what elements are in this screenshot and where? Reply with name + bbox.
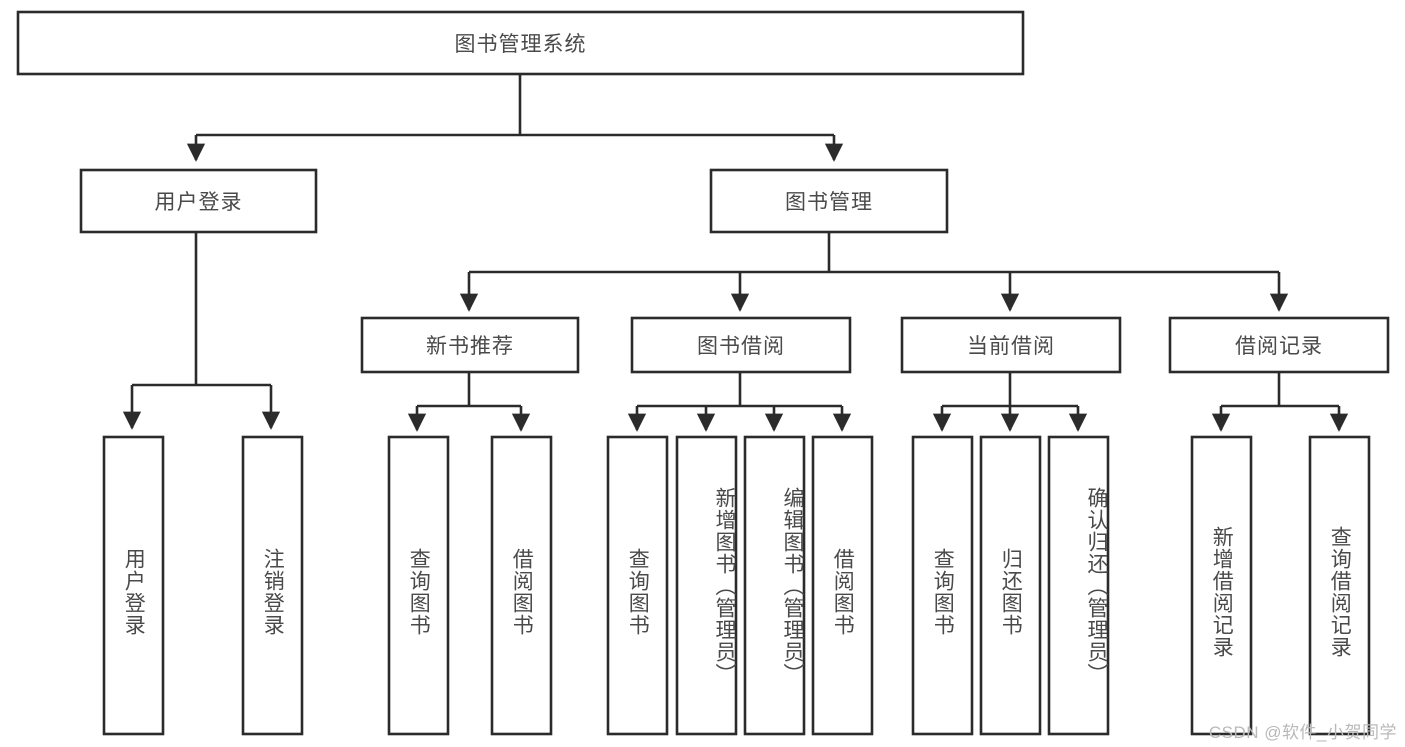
node-leaf-add-book[interactable] (675, 435, 738, 736)
node-leaf-query-book-1[interactable] (387, 435, 450, 736)
connector-bookmgmt-to-level3 (459, 233, 1289, 312)
connector-bookborrow-to-leaves (627, 373, 852, 432)
node-leaf-return-book[interactable] (979, 435, 1042, 736)
node-leaf-user-login[interactable] (102, 435, 165, 736)
node-borrow-record[interactable] (1168, 316, 1390, 374)
node-leaf-query-book-3[interactable] (911, 435, 974, 736)
node-leaf-edit-book[interactable] (743, 435, 806, 736)
connector-userlogin-to-leaves (122, 233, 281, 430)
connector-currentborrow-to-leaves (932, 373, 1088, 432)
node-new-book-recommend[interactable] (360, 316, 580, 374)
connector-root-to-level2 (186, 74, 844, 162)
node-leaf-borrow-book-1[interactable] (490, 435, 553, 736)
node-root[interactable] (16, 10, 1025, 76)
node-user-login[interactable] (79, 168, 318, 234)
node-leaf-borrow-book-2[interactable] (811, 435, 874, 736)
node-book-management[interactable] (709, 168, 949, 234)
node-leaf-logout[interactable] (241, 435, 304, 736)
node-leaf-query-book-2[interactable] (606, 435, 669, 736)
connector-newbook-to-leaves (407, 373, 531, 432)
node-leaf-query-record[interactable] (1308, 435, 1371, 736)
node-current-borrow[interactable] (900, 316, 1122, 374)
connector-borrowrecord-to-leaves (1211, 373, 1349, 432)
node-leaf-add-record[interactable] (1190, 435, 1253, 736)
node-leaf-confirm-return[interactable] (1047, 435, 1110, 736)
node-book-borrow[interactable] (630, 316, 852, 374)
